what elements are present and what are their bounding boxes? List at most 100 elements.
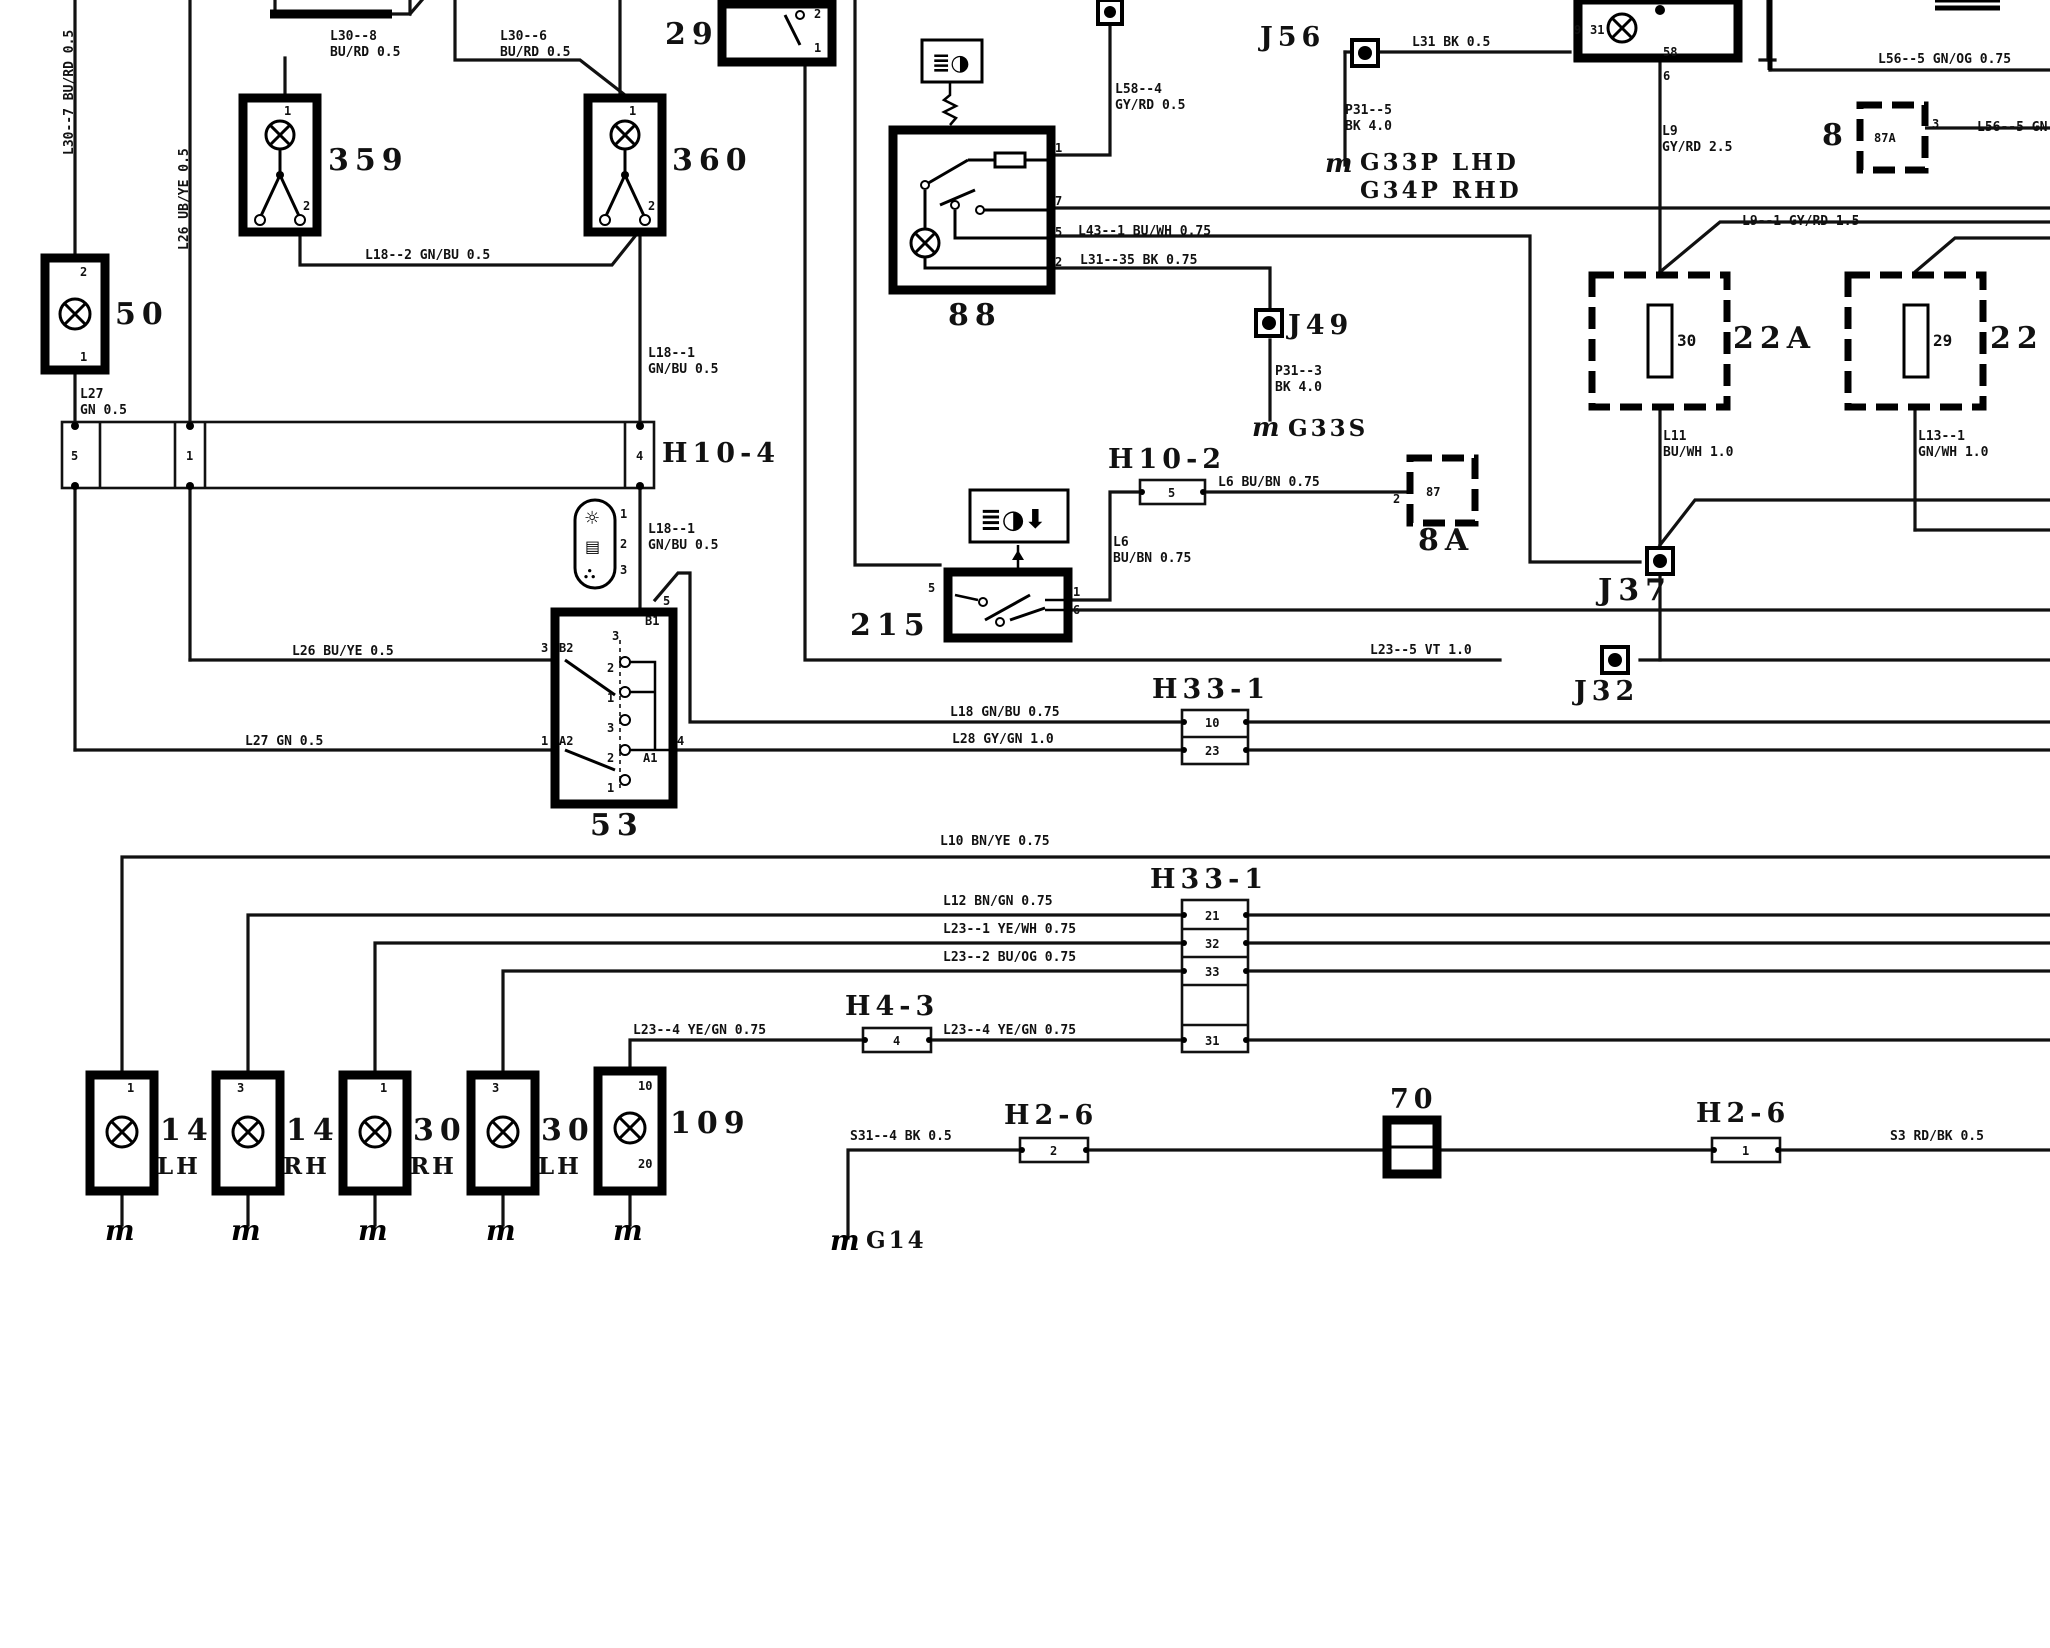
wire-label: L12 BN/GN 0.75 [943, 894, 1053, 909]
wire-label: L18--1 [648, 522, 695, 537]
wire-label: GN/WH 1.0 [1918, 445, 1989, 460]
side-label: LH [538, 1153, 582, 1180]
wire-labels: L30--7 BU/RD 0.5 L26 UB/YE 0.5 L30--8 BU… [62, 29, 2048, 1144]
pin-label: 1 [186, 449, 193, 463]
wire-label: BK 4.0 [1275, 380, 1322, 395]
pin-label: 2 [607, 661, 614, 675]
wire-label: GY/RD 0.5 [1115, 98, 1185, 113]
component-8A: 87 2 8A [1393, 454, 1479, 558]
pin-label: 1 [629, 104, 636, 118]
pin-label: 1 [541, 734, 548, 748]
ground-icon: m [105, 1214, 135, 1247]
lamp-30-lh: 3 30 LH [466, 1070, 595, 1196]
ground-g33s: m G33S [1252, 413, 1365, 443]
pin-label: 4 [893, 1034, 900, 1048]
wire-label: L9--1 GY/RD 1.5 [1742, 214, 1859, 229]
lamp-109: 10 20 109 [593, 1066, 751, 1196]
component-label-30: 30 [541, 1113, 595, 1148]
ground-label-g33p: G33P LHD [1360, 149, 1519, 176]
wire-label: L58--4 [1115, 82, 1162, 97]
ground-g14: m G14 [830, 1224, 927, 1257]
wire-label: L43--1 BU/WH 0.75 [1078, 224, 1211, 239]
wire-label: BU/BN 0.75 [1113, 551, 1191, 566]
wire-label: L26 BU/YE 0.5 [292, 644, 394, 659]
pin-label: 2 [814, 7, 821, 21]
pin-label: 33 [1205, 965, 1219, 979]
pin-label: 3 [237, 1081, 244, 1095]
wire-label: L13--1 [1918, 429, 1965, 444]
pin-label: 4 [677, 734, 684, 748]
wire-label: L11 [1663, 429, 1687, 444]
wire-label: L56--5 GN/OG 0.75 [1878, 52, 2011, 67]
ground-symbols-lamps: m m m m m [105, 1214, 643, 1247]
pin-label: 1 [607, 691, 614, 705]
junction-label-j37: J37 [1595, 573, 1672, 608]
wire-label: BK 4.0 [1345, 119, 1392, 134]
pin-label: 1 [1055, 141, 1062, 155]
connector-h2-6-left: 2 H2-6 [1004, 1100, 1093, 1164]
pin-label: 2 [1050, 1144, 1057, 1158]
wire-label: L30--7 BU/RD 0.5 [62, 30, 77, 155]
pin-label: 5 [1055, 225, 1062, 239]
component-label-29: 29 [665, 17, 719, 52]
connector-label-h10-4: H10-4 [662, 438, 780, 469]
pin-label: 1 [127, 1081, 134, 1095]
wire-label: GY/RD 2.5 [1662, 140, 1732, 155]
wire-label: L26 UB/YE 0.5 [177, 148, 192, 250]
wire-label: P31--5 [1345, 103, 1392, 118]
junction-j56: J56 [1258, 22, 1380, 68]
junction-j37: J37 [1595, 546, 1675, 608]
pin-label: 6 [1663, 69, 1670, 83]
pin-label: 3 [612, 629, 619, 643]
component-label-109: 109 [670, 1106, 751, 1141]
pin-label: 1 [380, 1081, 387, 1095]
pin-label: 23 [1205, 744, 1219, 758]
wire-label: S3 RD/BK 0.5 [1890, 1129, 1984, 1144]
wire-label: L10 BN/YE 0.75 [940, 834, 1050, 849]
component-label-14: 14 [286, 1113, 340, 1148]
wire-label: L18--2 GN/BU 0.5 [365, 248, 490, 263]
component-70: 70 [1382, 1084, 1442, 1179]
pin-label: 2 [80, 265, 87, 279]
pin-label: 2 [303, 199, 310, 213]
pin-label: 1 [620, 507, 627, 521]
pin-label: 1 [1073, 585, 1080, 599]
connector-label-h10-2: H10-2 [1108, 444, 1226, 475]
fuse-rating-label: 29 [1933, 331, 1952, 350]
pin-label: B2 [559, 641, 573, 655]
pin-label: 6 [1073, 603, 1080, 617]
component-29: 2 1 29 [665, 0, 837, 67]
wire-label: GN 0.5 [80, 403, 127, 418]
component-50: 2 1 50 [40, 253, 163, 375]
junction-label-j32: J32 [1572, 676, 1639, 707]
component-label-8A: 8A [1418, 523, 1474, 558]
lamp-14-rh: 3 14 RH [211, 1070, 340, 1196]
lamp-30-rh: 1 30 RH [338, 1070, 467, 1196]
junction-j32: J32 [1572, 645, 1639, 707]
pin-label: 58 [1663, 45, 1677, 59]
pin-label: A1 [643, 751, 657, 765]
ground-label-g14: G14 [866, 1227, 927, 1254]
wire-label: L23--1 YE/WH 0.75 [943, 922, 1076, 937]
pin-label: 31 [1205, 1034, 1219, 1048]
wire-label: L9 [1662, 124, 1678, 139]
component-label-359: 359 [328, 143, 409, 178]
pin-label: 32 [1205, 937, 1219, 951]
component-8: 87A 3 8 [1822, 101, 1939, 174]
pin-label: B1 [645, 614, 659, 628]
component-label-14: 14 [160, 1113, 214, 1148]
side-label: RH [410, 1153, 457, 1180]
ground-g33p: m G33P LHD G34P RHD [1325, 149, 1519, 204]
ground-icon: m [358, 1214, 388, 1247]
component-label-88: 88 [948, 298, 1002, 333]
junction-label-j49: J49 [1286, 310, 1353, 341]
component-label-30: 30 [413, 1113, 467, 1148]
wire-label: L18--1 [648, 346, 695, 361]
pin-label: 10 [638, 1079, 652, 1093]
wire-label: BU/RD 0.5 [500, 45, 570, 60]
pin-label: 5 [663, 594, 670, 608]
junction-j49: J49 [1254, 308, 1353, 341]
lamp-icon: ▤ [585, 537, 600, 556]
headlamp-icon: ≣◑ [932, 51, 970, 76]
